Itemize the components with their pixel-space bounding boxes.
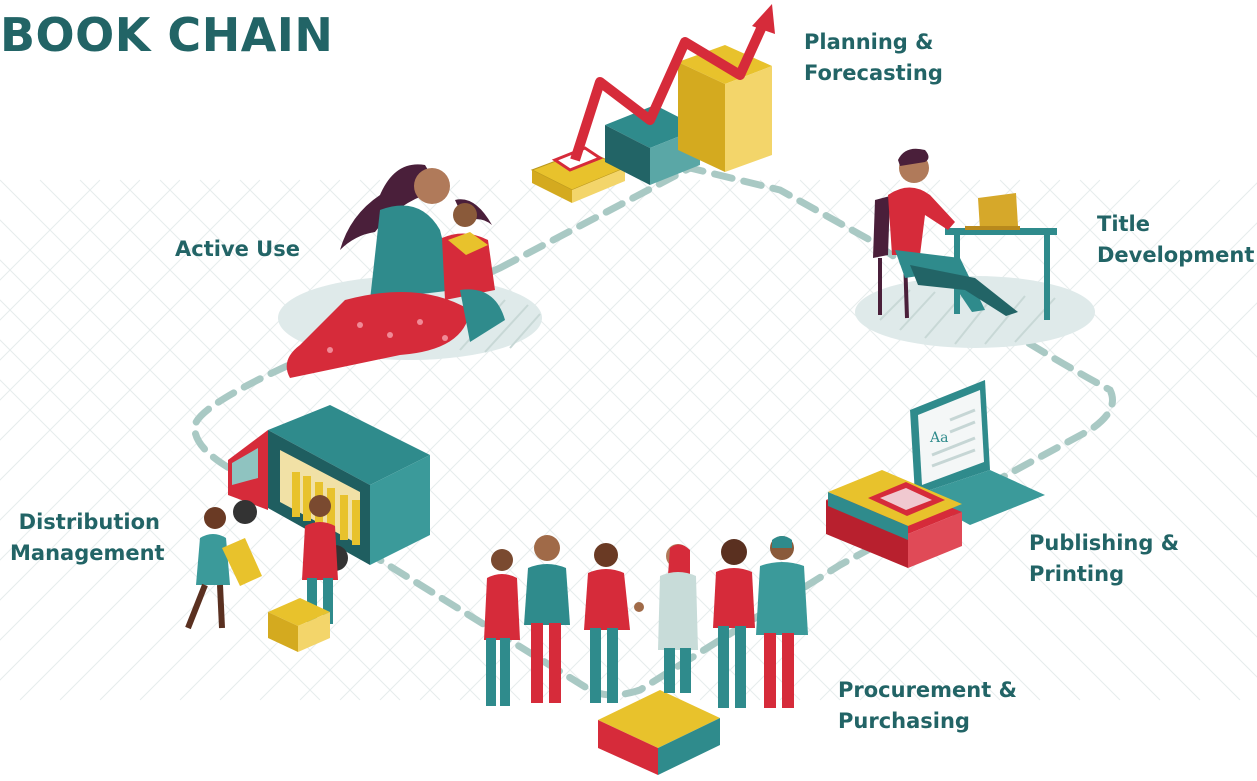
title-development-illustration: [855, 148, 1095, 348]
grid-line: [259, 179, 781, 701]
stage-label-active-use: Active Use: [175, 234, 300, 265]
stage-label-title-development: Title Development: [1097, 209, 1254, 271]
grid-line: [0, 179, 261, 441]
grid-line: [619, 179, 1141, 701]
grid-line: [479, 179, 1001, 701]
stage-label-line: Active Use: [175, 237, 300, 261]
grid-line: [0, 379, 321, 701]
grid-line: [879, 179, 1257, 558]
book-stack-icon: [598, 690, 720, 775]
grid-line: [299, 179, 821, 701]
stage-label-line: Publishing &: [1029, 531, 1180, 555]
svg-text:Aa: Aa: [929, 430, 948, 446]
grid-line: [0, 179, 181, 361]
trend-arrow-icon: [570, 4, 775, 162]
stage-label-distribution: Distribution Management: [10, 507, 165, 569]
book-stack-icon: [268, 598, 330, 652]
grid-line: [859, 302, 1257, 701]
grid-line: [559, 179, 1081, 701]
stage-label-line: Title: [1097, 212, 1151, 236]
grid-line: [919, 179, 1257, 518]
grid-line: [179, 179, 701, 701]
distribution-illustration: [185, 405, 430, 652]
grid-line: [759, 179, 1257, 678]
stage-label-line: Purchasing: [838, 709, 970, 733]
grid-line: [1079, 179, 1257, 358]
stage-label-line: Planning &: [804, 30, 934, 54]
grid-line: [799, 179, 1257, 638]
grid-line: [519, 179, 1041, 701]
grid-line: [819, 262, 1257, 701]
grid-line: [599, 179, 1121, 701]
grid-line: [199, 179, 721, 701]
grid-line: [1039, 179, 1257, 398]
grid-line: [0, 259, 441, 701]
grid-line: [0, 179, 221, 401]
grid-line: [999, 179, 1257, 438]
publishing-illustration: Aa: [826, 380, 1045, 568]
tablet-icon: [868, 482, 945, 516]
grid-line: [579, 179, 1101, 701]
book-icon: [448, 232, 488, 255]
active-use-illustration: [278, 164, 542, 378]
procurement-illustration: [484, 535, 808, 775]
book-stack-icon: [530, 149, 627, 203]
grid-line: [279, 179, 801, 701]
grid-line: [0, 179, 421, 601]
stage-label-publishing: Publishing & Printing: [1029, 528, 1179, 590]
grid-line: [0, 179, 341, 521]
stage-label-line: Development: [1097, 243, 1255, 267]
grid-line: [639, 179, 1161, 701]
grid-line: [0, 179, 381, 561]
page-title: BOOK CHAIN: [0, 8, 334, 62]
planning-illustration: [530, 4, 775, 203]
stage-label-procurement: Procurement & Purchasing: [838, 675, 1017, 737]
grid-line: [779, 222, 1257, 701]
stage-label-line: Forecasting: [804, 61, 943, 85]
grid-line: [0, 179, 301, 481]
stage-label-line: Printing: [1029, 562, 1125, 586]
grid-line: [0, 219, 481, 701]
handshake-icon: [634, 602, 644, 612]
grid-line: [439, 179, 961, 701]
grid-line: [0, 179, 141, 321]
stage-label-line: Distribution: [18, 510, 160, 534]
grid-line: [739, 182, 1257, 701]
book-icon: [222, 538, 262, 586]
grid-line: [0, 179, 101, 281]
grid-line: [339, 179, 861, 701]
stage-label-line: Management: [10, 541, 165, 565]
stage-label-planning: Planning & Forecasting: [804, 27, 943, 89]
stage-label-line: Procurement &: [838, 678, 1017, 702]
laptop-icon: [965, 193, 1020, 230]
